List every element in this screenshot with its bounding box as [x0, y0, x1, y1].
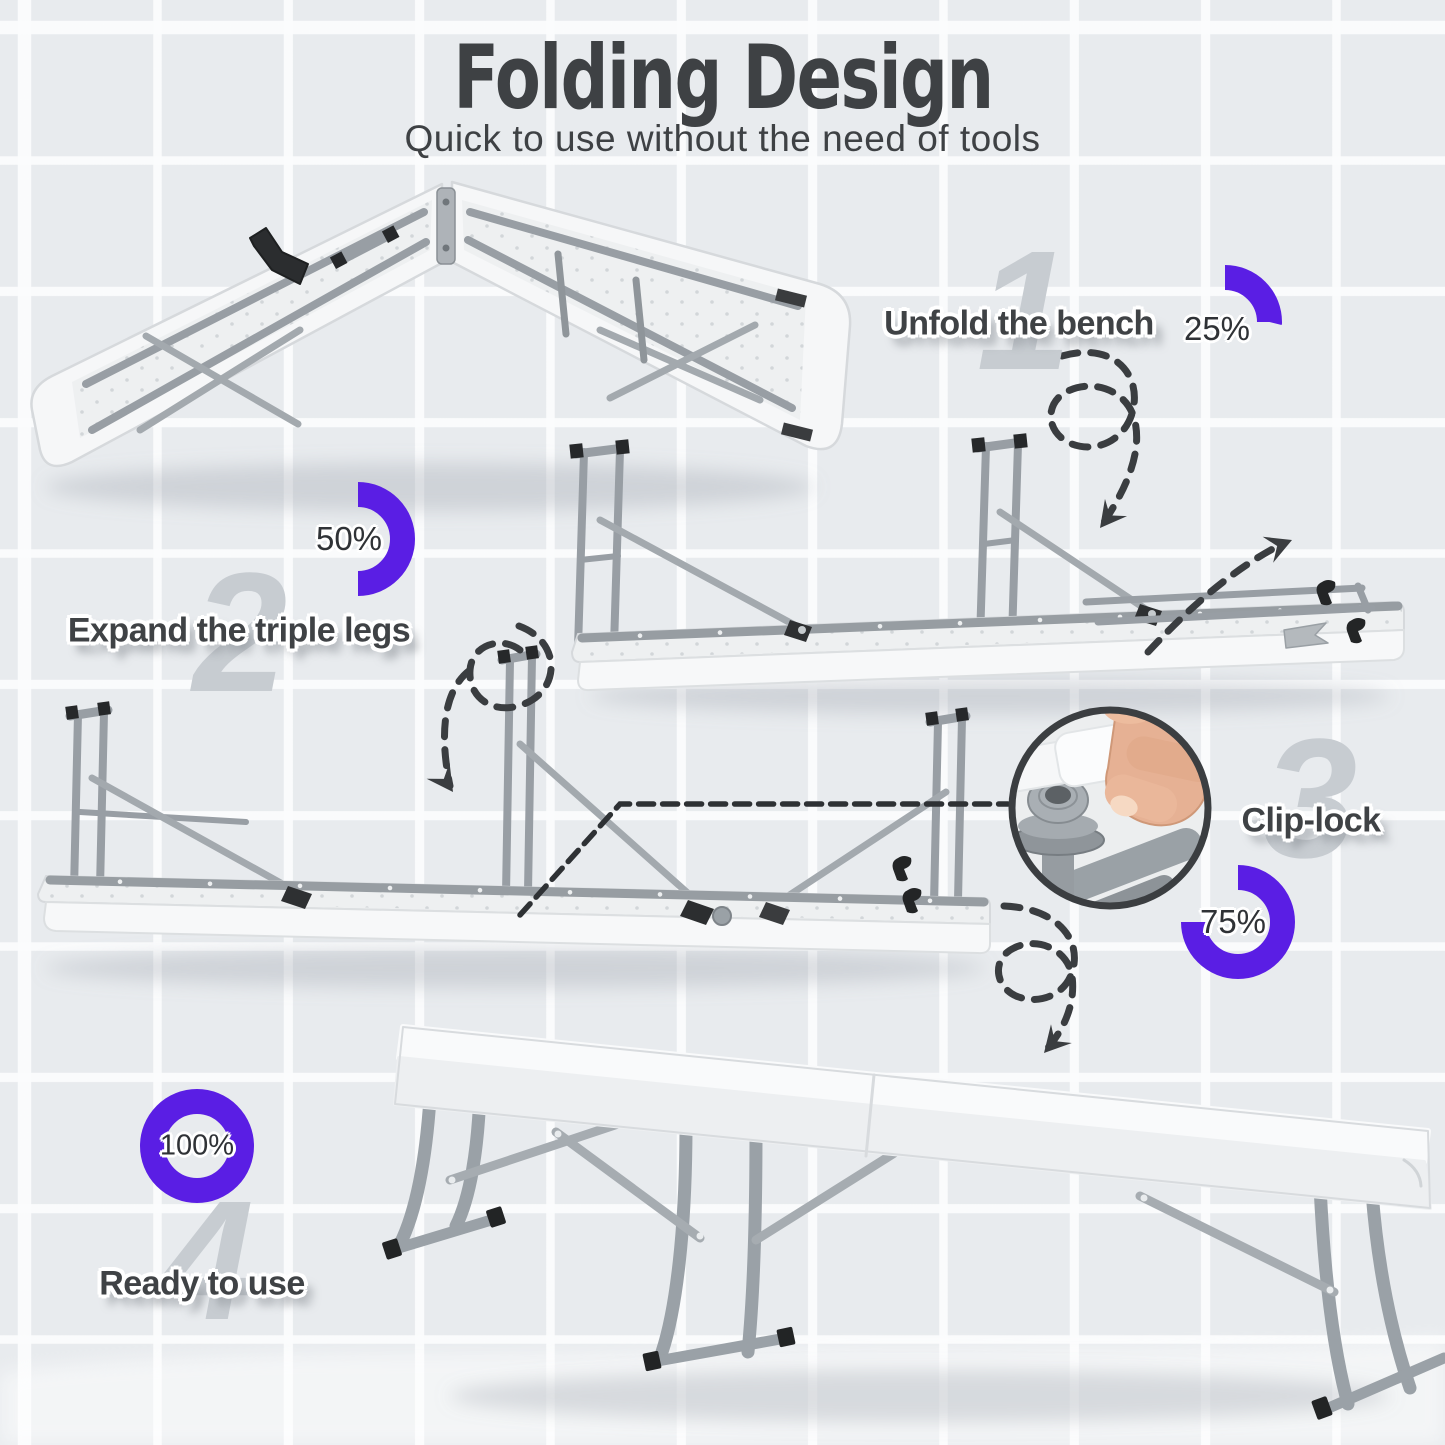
step-percent-4: 100%	[159, 1129, 235, 1162]
progress-donut-25	[1168, 265, 1282, 379]
progress-donut-50	[301, 482, 415, 596]
bench-step1-illustration	[569, 433, 1405, 692]
page-title: Folding Design	[452, 26, 994, 129]
bench-ready-illustration	[382, 1024, 1445, 1420]
unfold-direction-arrow-icon	[1144, 539, 1288, 656]
step-label-2: Expand the triple legs	[67, 611, 411, 650]
step-number-4: 4	[159, 1166, 255, 1356]
dashed-arrows	[441, 348, 1288, 1054]
step-percent-1: 25%	[1183, 310, 1251, 347]
progress-donut-100	[140, 1089, 254, 1203]
step-label-1: Unfold the bench	[884, 304, 1154, 343]
step-label-4: Ready to use	[99, 1264, 305, 1303]
step-number-1: 1	[976, 216, 1072, 406]
curl-arrow-step1-icon	[1047, 348, 1141, 526]
progress-donuts	[140, 265, 1295, 1203]
carry-handle	[249, 227, 309, 285]
cliplock-magnifier	[1008, 706, 1212, 910]
bench-folded-illustration	[30, 180, 852, 468]
step-label-3: Clip-lock	[1241, 801, 1381, 840]
step-percent-3: 75%	[1199, 903, 1267, 940]
bench-step2-illustration	[37, 645, 991, 955]
step-percent-2: 50%	[315, 520, 383, 557]
step-number-2: 2	[192, 538, 288, 728]
progress-donut-75	[1181, 865, 1295, 979]
curl-arrow-step2-icon	[441, 622, 555, 790]
curl-arrow-step3-icon	[995, 902, 1078, 1054]
arrowheads	[426, 498, 1292, 1053]
magnifier-leader-line	[517, 801, 1011, 918]
page-subtitle: Quick to use without the need of tools	[404, 118, 1041, 159]
step-number-3: 3	[1262, 704, 1358, 894]
